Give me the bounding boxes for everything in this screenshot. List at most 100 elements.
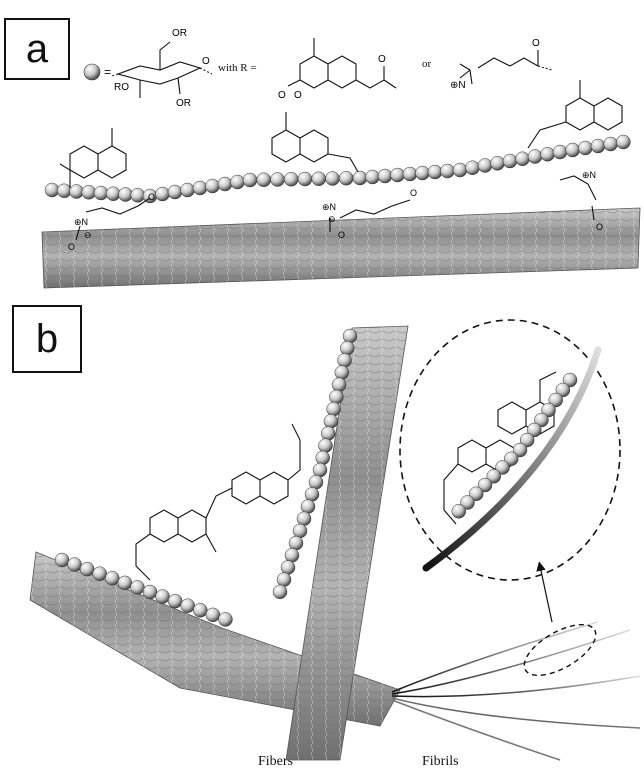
glucose-bead <box>329 390 343 404</box>
glucose-bead <box>105 571 119 585</box>
ammonium-group-3: ⊕N <box>582 170 596 180</box>
glucose-bead <box>378 169 392 183</box>
glucose-bead <box>578 141 592 155</box>
ammonium-r-structure <box>460 50 552 84</box>
glucose-bead <box>452 504 466 518</box>
glucose-bead <box>82 185 96 199</box>
glucose-bead <box>327 402 341 416</box>
glucose-bead <box>118 576 132 590</box>
glucose-bead <box>168 594 182 608</box>
glucose-bead <box>403 167 417 181</box>
glucose-bead <box>94 186 108 200</box>
coumarin-oxygen-2: O <box>294 90 302 101</box>
glucose-bead <box>218 177 232 191</box>
glucose-bead <box>309 475 323 489</box>
minus-1: ⊖ <box>84 230 92 240</box>
carbonyl-1: O <box>148 192 155 202</box>
glucose-bead <box>298 172 312 186</box>
ro-label-top: OR <box>172 28 187 39</box>
minus-2: ⊖ <box>328 214 336 224</box>
glucose-bead <box>338 353 352 367</box>
glucose-bead <box>130 580 144 594</box>
glucose-bead <box>271 173 285 187</box>
glucose-bead <box>566 143 580 157</box>
panel-a-fiber <box>42 208 640 288</box>
glucose-bead <box>591 139 605 153</box>
glucose-bead <box>119 188 133 202</box>
ammonium-n-label: ⊕N <box>450 80 466 91</box>
glucose-bead <box>193 603 207 617</box>
glucose-bead <box>285 548 299 562</box>
glucose-bead <box>305 487 319 501</box>
glucose-bead <box>181 183 195 197</box>
glucose-bead <box>131 188 145 202</box>
glucose-bead <box>243 173 257 187</box>
glucose-bead <box>70 185 84 199</box>
legend-sphere-icon <box>84 64 100 80</box>
glucose-bead <box>366 170 380 184</box>
dimer-structure-main <box>136 424 300 580</box>
glucose-bead <box>416 166 430 180</box>
ammonium-group-1: ⊕N <box>74 217 88 227</box>
glucose-bead <box>616 135 630 149</box>
glucose-bead <box>156 187 170 201</box>
glucose-bead <box>181 599 195 613</box>
panel-a-glucan-chain <box>45 135 630 203</box>
glucose-bead <box>321 426 335 440</box>
ammonium-group-2: ⊕N <box>322 202 336 212</box>
glucose-bead <box>68 558 82 572</box>
glucose-bead <box>106 187 120 201</box>
glucose-bead <box>45 183 59 197</box>
fibril-highlight-ellipse <box>516 614 603 685</box>
glucose-bead <box>491 156 505 170</box>
zoom-ellipse <box>400 320 620 580</box>
glucose-bead <box>297 512 311 526</box>
glucose-bead <box>340 341 354 355</box>
glucose-bead <box>516 152 530 166</box>
glucose-bead <box>453 163 467 177</box>
glucose-bead <box>353 171 367 185</box>
glucose-bead <box>293 524 307 538</box>
carboxylate-2: O <box>338 230 345 240</box>
glucose-bead <box>281 560 295 574</box>
glucose-bead <box>343 329 357 343</box>
glucose-bead <box>80 562 94 576</box>
glucose-bead <box>553 145 567 159</box>
glucose-bead <box>301 500 315 514</box>
coumarin-oxygen-1: O <box>278 90 286 101</box>
glucose-bead <box>466 161 480 175</box>
ammonium-oxygen-label: O <box>532 38 540 49</box>
equals-sign: = <box>104 65 111 79</box>
glucose-bead <box>503 154 517 168</box>
ring-oxygen-label: O <box>202 56 210 67</box>
glucose-bead <box>143 585 157 599</box>
glucose-bead <box>478 159 492 173</box>
glucose-bead <box>332 378 346 392</box>
glucose-bead <box>528 150 542 164</box>
glucose-bead <box>391 168 405 182</box>
glucose-bead <box>284 172 298 186</box>
glucose-bead <box>93 567 107 581</box>
glucose-bead <box>277 573 291 587</box>
glucose-bead <box>156 590 170 604</box>
glucose-bead <box>335 366 349 380</box>
glucose-bead <box>206 179 220 193</box>
glucose-bead <box>312 172 326 186</box>
glucose-bead <box>604 137 618 151</box>
glucose-bead <box>206 608 220 622</box>
ro-label-bottom: OR <box>176 98 191 109</box>
ro-label-left: RO <box>114 82 129 93</box>
carbonyl-2: O <box>410 188 417 198</box>
glucose-bead <box>273 585 287 599</box>
glucose-bead <box>55 553 69 567</box>
glucose-bead <box>313 463 327 477</box>
glucose-bead <box>428 165 442 179</box>
glucose-bead <box>326 172 340 186</box>
glucose-bead <box>57 184 71 198</box>
glucose-bead <box>541 147 555 161</box>
glucose-bead <box>231 175 245 189</box>
glucose-bead <box>193 181 207 195</box>
glucose-bead <box>218 612 232 626</box>
fibrils <box>392 622 640 760</box>
